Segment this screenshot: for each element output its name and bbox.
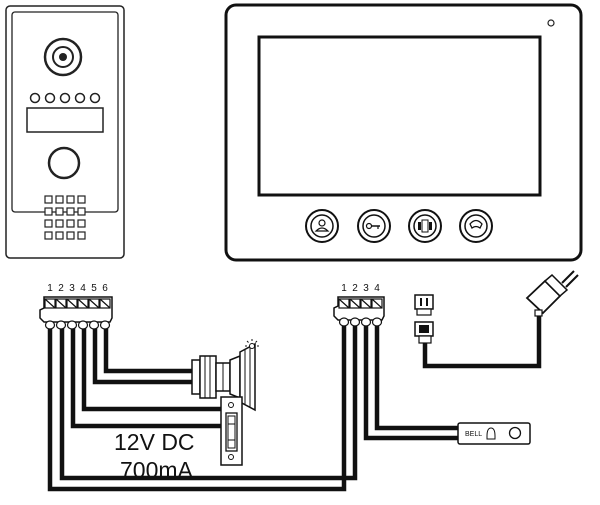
power-connector — [414, 294, 434, 344]
intercom-icon — [314, 219, 330, 232]
terminal-screws — [338, 298, 383, 309]
terminal-number: 1 — [341, 283, 347, 294]
wire-ds1-mon1 — [47, 325, 347, 492]
terminal-number: 6 — [102, 283, 108, 294]
connector-top — [414, 294, 434, 310]
wire-ds2-mon2 — [59, 325, 358, 481]
indoor-monitor — [224, 3, 583, 262]
terminal-number: 4 — [80, 283, 86, 294]
gate-icon — [418, 219, 432, 233]
adapter-prong — [561, 270, 575, 284]
led-row — [29, 92, 101, 104]
terminal-clamps — [44, 320, 111, 330]
lock-current-label: 700mA — [120, 457, 194, 483]
bell-push-button: BELL — [457, 422, 531, 445]
terminal-number: 3 — [69, 283, 75, 294]
call-button-icon — [47, 146, 81, 180]
handset-icon — [469, 219, 483, 229]
camera-lens-center — [59, 53, 67, 61]
lock-voltage-label: 12V DC — [114, 429, 195, 455]
terminal-number: 5 — [91, 283, 97, 294]
lamp-icon — [245, 339, 259, 349]
handset-button[interactable] — [459, 209, 493, 243]
wire-mon3-bell — [363, 325, 458, 441]
wire-ds6-siren — [103, 328, 193, 374]
terminal-numbers: 1 2 3 4 — [341, 283, 380, 294]
terminal-number: 4 — [374, 283, 380, 294]
unlock-key-icon — [365, 222, 380, 230]
wire-power — [422, 312, 542, 369]
monitor-indicator-led — [547, 19, 555, 27]
wire-mon4-bell — [374, 325, 458, 431]
name-label-window — [26, 107, 104, 133]
monitor-terminal-block: 1 2 3 4 — [333, 283, 385, 327]
wire-ds3-lock — [70, 328, 221, 429]
bell-label: BELL — [465, 431, 482, 438]
bell-icon — [486, 427, 496, 440]
keypad — [44, 195, 86, 240]
terminal-screws — [44, 298, 111, 309]
terminal-number: 3 — [363, 283, 369, 294]
terminal-number: 1 — [47, 283, 53, 294]
bell-button-icon — [508, 426, 522, 440]
terminal-clamps — [338, 317, 383, 327]
monitor-buttons — [305, 209, 493, 243]
adapter-prong — [565, 274, 579, 288]
intercom-button[interactable] — [305, 209, 339, 243]
terminal-number: 2 — [58, 283, 64, 294]
power-adapter — [525, 270, 579, 317]
siren-icon — [191, 339, 259, 412]
wiring — [47, 312, 542, 492]
wire-ds5-siren — [92, 328, 193, 385]
wire-ds4-lock — [81, 328, 221, 412]
electric-lock-icon — [220, 396, 243, 466]
door-station — [5, 5, 125, 259]
terminal-numbers: 1 2 3 4 5 6 — [47, 283, 108, 294]
door-station-terminal-block: 1 2 3 4 5 6 — [39, 283, 113, 330]
terminal-number: 2 — [352, 283, 358, 294]
monitor-screen — [257, 35, 542, 197]
unlock-button[interactable] — [357, 209, 391, 243]
gate-button[interactable] — [408, 209, 442, 243]
